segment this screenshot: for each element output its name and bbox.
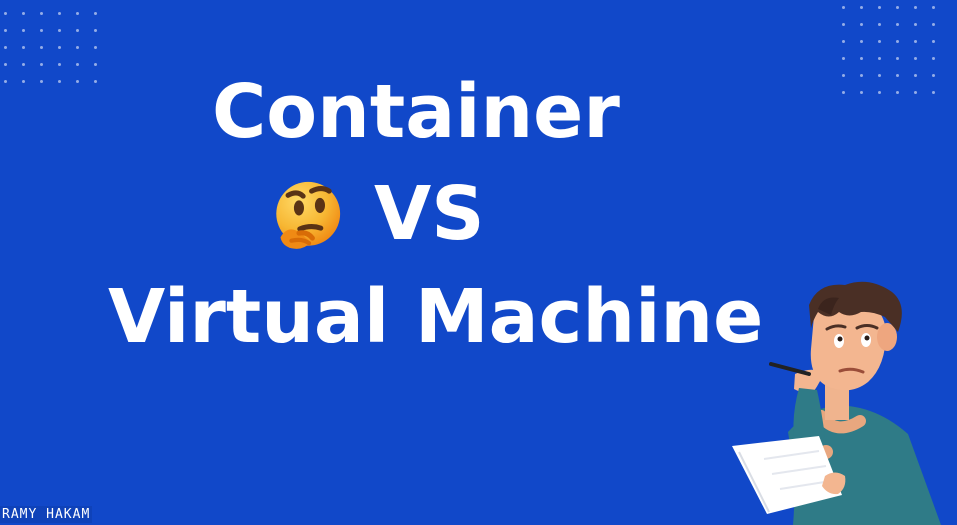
decorative-dots-left [4, 12, 97, 83]
title-virtual-machine: Virtual Machine [108, 274, 764, 360]
title-vs: VS [374, 171, 485, 257]
creator-credit: RAMY HAKAM [0, 506, 93, 523]
decorative-dots-right [842, 6, 935, 94]
thinking-face-icon [276, 181, 341, 249]
thinking-person-illustration [732, 281, 941, 525]
title-container: Container [212, 69, 620, 155]
